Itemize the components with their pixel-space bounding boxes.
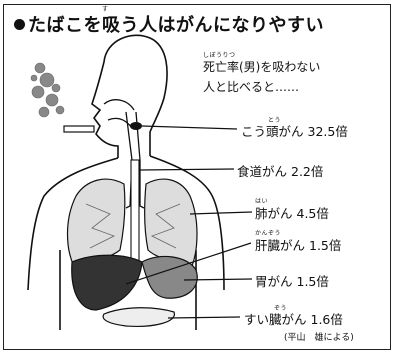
organ-name: すい臓がん <box>244 312 307 327</box>
ratio-value: 1.5倍 <box>309 238 341 253</box>
label-lung-cancer: 肺がん 4.5倍 <box>255 203 329 222</box>
label-larynx-cancer: こう頭がん 32.5倍 <box>241 121 348 140</box>
left-lung <box>68 179 125 266</box>
label-pancreas-cancer: すい臓がん 1.6倍 <box>244 309 343 328</box>
label-esophagus-cancer: 食道がん 2.2倍 <box>237 161 323 180</box>
ratio-value: 1.5倍 <box>297 274 329 289</box>
ratio-value: 4.5倍 <box>297 206 329 221</box>
label-liver-cancer: 肝臓がん 1.5倍 <box>255 235 341 254</box>
organ-name: こう頭がん <box>241 124 304 139</box>
smoke-icon <box>31 63 64 117</box>
pancreas <box>103 308 174 327</box>
esophagus <box>131 160 139 270</box>
right-lung <box>145 179 197 266</box>
organ-name: 食道がん <box>237 164 287 179</box>
organ-name: 肺がん <box>255 206 293 221</box>
ratio-value: 32.5倍 <box>308 124 348 139</box>
ratio-value: 1.6倍 <box>311 312 343 327</box>
ratio-value: 2.2倍 <box>291 164 323 179</box>
organ-name: 肝臓がん <box>255 238 305 253</box>
larynx-mark <box>130 122 142 130</box>
label-stomach-cancer: 胃がん 1.5倍 <box>255 271 329 290</box>
source-credit: (平山 雄による) <box>284 330 354 343</box>
organ-name: 胃がん <box>255 274 293 289</box>
cigarette-icon <box>64 126 94 132</box>
